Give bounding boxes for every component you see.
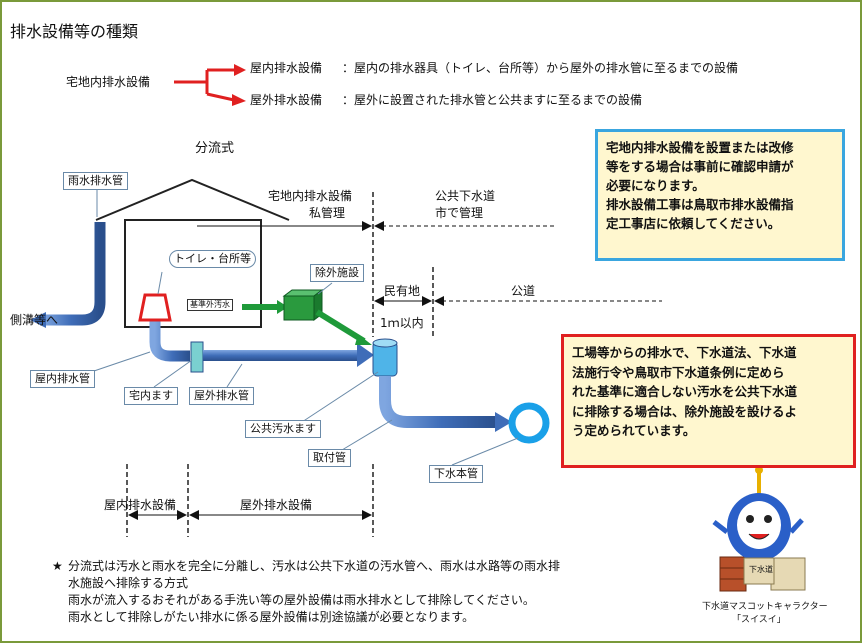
application-notice-box: 宅地内排水設備を設置または改修 等をする場合は事前に確認申請が 必要になります。… bbox=[595, 129, 845, 261]
public-basin-callout: 公共汚水ます bbox=[245, 420, 321, 438]
house-basin bbox=[190, 341, 204, 373]
pretreatment-unit bbox=[242, 289, 372, 345]
system-type-label: 分流式 bbox=[195, 141, 235, 156]
classification-arrows bbox=[174, 64, 246, 106]
connection-pipe bbox=[379, 376, 497, 428]
industrial-waste-label: 基準外汚水 bbox=[187, 299, 233, 311]
notice-line: れた基準に適合しない汚水を公共下水道 bbox=[572, 384, 798, 399]
footnote-line-4: 雨水として排除しがたい排水に係る屋外設備は別途協議が必要となります。 bbox=[68, 610, 475, 624]
rain-downpipe bbox=[42, 222, 106, 326]
toilet-fixture bbox=[138, 293, 172, 322]
indoor-equipment-label: 屋内排水設備 bbox=[250, 61, 323, 75]
mascot-suisui bbox=[712, 466, 806, 592]
pretreatment-notice-box: 工場等からの排水で、下水道法、下水道 法施行令や鳥取市下水道条例に定めら れた基… bbox=[561, 334, 856, 468]
connection-pipe-callout: 取付管 bbox=[308, 449, 351, 467]
indoor-pipe-callout: 屋内排水管 bbox=[30, 370, 95, 388]
main-sewer-callout: 下水本管 bbox=[429, 465, 483, 483]
public-sewer-label: 公共下水道 bbox=[435, 189, 496, 203]
indoor-equipment-range-label: 屋内排水設備 bbox=[104, 498, 177, 512]
footnote-line-3: 雨水が流入するおそれがある手洗い等の屋外設備は雨水排水として排除してください。 bbox=[68, 593, 535, 607]
notice-line: 等をする場合は事前に確認申請が bbox=[606, 159, 794, 174]
notice-line: 法施行令や鳥取市下水道条例に定めら bbox=[572, 364, 785, 380]
root-category-label: 宅地内排水設備 bbox=[66, 75, 151, 89]
public-road-label: 公道 bbox=[511, 284, 536, 298]
private-management-label: 私管理 bbox=[309, 206, 346, 220]
page-title: 排水設備等の種類 bbox=[10, 22, 139, 41]
notice-line: 定工事店に依頼してください。 bbox=[606, 216, 781, 231]
notice-line: う定められています。 bbox=[572, 423, 696, 438]
footnote-star: ★ bbox=[52, 559, 63, 573]
notice-line: に排除する場合は、除外施設を設けるよ bbox=[572, 403, 798, 419]
private-equipment-label: 宅地内排水設備 bbox=[268, 189, 353, 203]
outdoor-drain-pipe bbox=[203, 350, 359, 361]
pretreatment-callout: 除外施設 bbox=[310, 264, 364, 282]
private-land-label: 民有地 bbox=[384, 284, 421, 298]
to-gutter-label: 側溝等へ bbox=[10, 313, 59, 327]
rain-pipe-callout: 雨水排水管 bbox=[63, 172, 128, 190]
mascot-name: 「スイスイ」 bbox=[732, 615, 786, 625]
notice-line: 宅地内排水設備を設置または改修 bbox=[606, 140, 794, 155]
toilet-kitchen-callout: トイレ・台所等 bbox=[169, 250, 256, 268]
house-basin-callout: 宅内ます bbox=[124, 387, 178, 405]
outdoor-equipment-desc: ：屋外に設置された排水管と公共ますに至るまでの設備 bbox=[342, 93, 643, 107]
indoor-drain-pipe bbox=[149, 320, 190, 362]
main-sewer-icon bbox=[508, 402, 550, 444]
outdoor-equipment-range-label: 屋外排水設備 bbox=[240, 498, 313, 512]
house bbox=[95, 178, 290, 328]
notice-line: 工場等からの排水で、下水道法、下水道 bbox=[572, 345, 797, 360]
outdoor-pipe-callout: 屋外排水管 bbox=[189, 387, 254, 405]
footnote-line-2: 水施設へ排除する方式 bbox=[68, 576, 189, 590]
mascot-sign-label: 下水道 bbox=[749, 565, 773, 574]
city-management-label: 市で管理 bbox=[435, 206, 484, 220]
notice-line: 排水設備工事は鳥取市排水設備指 bbox=[606, 197, 794, 212]
footnote-line-1: 分流式は汚水と雨水を完全に分離し、汚水は公共下水道の汚水管へ、雨水は水路等の雨水… bbox=[68, 559, 561, 573]
mascot-caption: 下水道マスコットキャラクター bbox=[702, 602, 828, 612]
notice-line: 必要になります。 bbox=[606, 178, 705, 193]
outdoor-equipment-label: 屋外排水設備 bbox=[250, 93, 323, 107]
indoor-equipment-desc: ：屋内の排水器具（トイレ、台所等）から屋外の排水管に至るまでの設備 bbox=[342, 61, 739, 75]
within-1m-label: 1ｍ以内 bbox=[380, 316, 424, 330]
